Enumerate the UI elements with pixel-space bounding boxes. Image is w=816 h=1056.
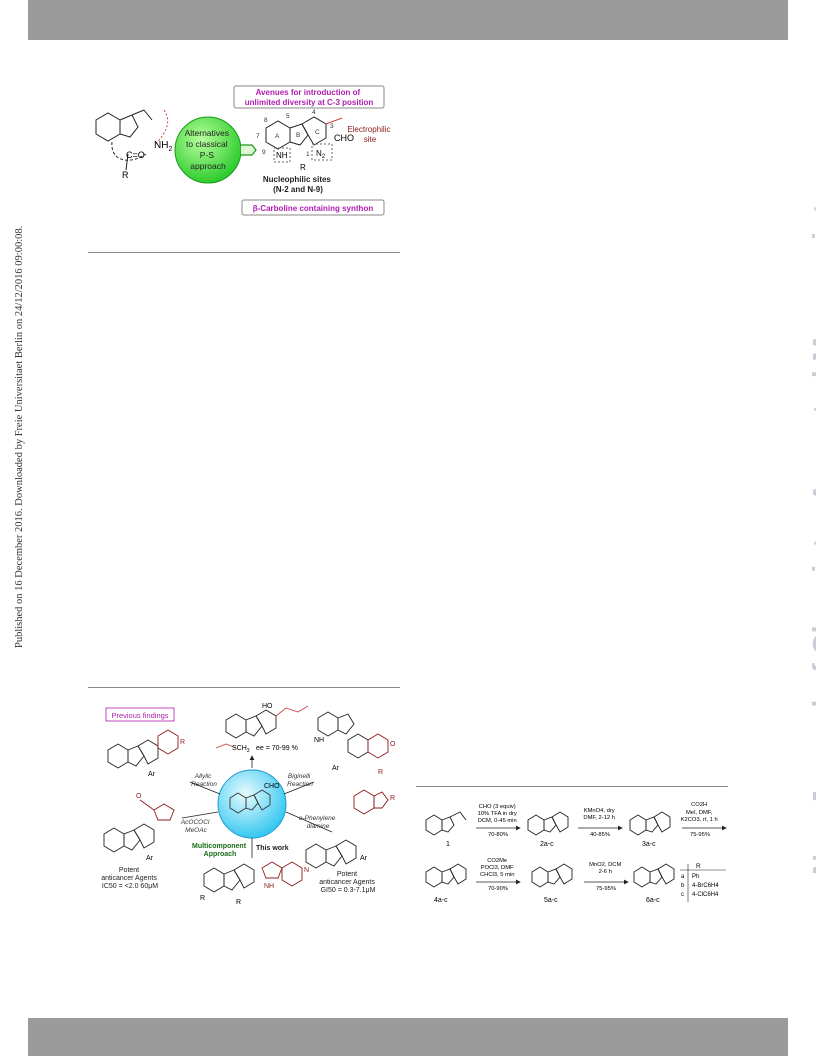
nucleophilic-text: Nucleophilic sites (N-2 and N-9) [263,175,333,194]
nh2-label: NH2 [154,140,172,153]
label-6: 6a-c [646,897,660,904]
sch3-label: SCH3 [232,745,250,754]
previous-findings-text: Previous findings [111,711,168,720]
left-top-r2: R [180,739,185,746]
center-bubble [217,769,287,839]
potent-left-o: O [136,793,142,800]
compound-1-structure [425,811,467,836]
table-head: R [696,863,701,870]
biginelli-structure [317,711,389,759]
synthon-text: β-Carboline containing synthon [253,204,374,213]
r1-label: R [300,163,306,172]
ee-label: ee = 70-99 % [256,745,298,752]
biginelli-r1: R [378,769,383,776]
potent-structure-right [305,789,389,869]
figure1-graphic: NH2 C=O R Alternatives to classical P-S … [95,85,392,216]
label-4: 4a-c [434,897,448,904]
potent-left-text: Potent anticancer Agents IC50 = <2.0 60μ… [101,867,159,890]
tryptamine-structure [95,109,169,171]
potent-right-text: Potent anticancer Agents GI50 = 0.3-7.1μ… [319,871,377,894]
label-1: 1 [446,841,450,848]
header-band [28,0,788,40]
cho-label: CHO [334,133,354,143]
ring-numbers: 8 5 4 3 9 1 A C B 7 [256,109,335,158]
left-top-structure [107,729,179,769]
footer-band [28,1018,788,1056]
acocl-text: AcOCOCl MeOAc [180,819,211,834]
this-work-r2: R [236,899,241,906]
biginelli-o: O [390,741,396,748]
journal-watermark: New Journal of Chemistry Accepted Manusc… [808,203,816,875]
r-label: R [122,170,129,180]
biginelli-ar: Ar [332,765,340,772]
allylic-product-structure [215,705,309,749]
this-work-text: This work [256,845,289,852]
potent-right-r2: R [390,795,395,802]
co-label: C=O [126,150,145,160]
label-3: 3a-c [642,841,656,848]
electrophilic-text: Electrophilic site [347,125,392,144]
left-top-ar: Ar [148,771,156,778]
avenues-box [233,85,385,109]
this-work-n: N [304,867,309,874]
alternatives-text: Alternatives to classical P-S approach [185,128,232,171]
previous-findings-box [105,707,175,722]
compound-4-structure [425,863,467,888]
compound-2-structure [527,811,569,836]
compound-5-structure [531,863,573,888]
biginelli-text: Biginelli Reaction [287,773,313,788]
beta-carboline-structure [265,116,343,163]
this-work-nh: NH [264,883,274,890]
scheme1-graphic: 1 CHO (3 equiv) 10% TFA in dry DCM, 0-45… [425,802,727,904]
multicomponent-text: Multicomponent Approach [192,843,248,858]
avenues-text: Avenues for introduction of unlimited di… [245,88,374,107]
reagents-3: CO2H MeI, DMF, K2CO3, rt, 1 h 75-95% [681,802,720,838]
reagents-5: MnO2, DCM 2-6 h 75-95% [589,862,623,892]
compound-6-structure [633,863,675,888]
allylic-text: Allylic Reaction [191,773,217,788]
publication-note: Published on 16 December 2016. Downloade… [14,225,25,648]
figure1-bottom-rule [88,252,400,253]
compound-3-structure [629,811,671,836]
scheme1-top-rule [416,786,728,787]
reagents-4: CO2Me POCl3, DMF CHCl3, 5 min 70-90% [480,858,516,892]
synthon-box [241,199,385,216]
this-work-r1: R [200,895,205,902]
this-work-structure [203,861,303,893]
potent-right-ar: Ar [360,855,368,862]
table-rows: a Ph b 4-BrC6H4 c 4-ClC6H4 [681,874,720,898]
center-cho: CHO [264,783,280,790]
figure2-top-rule [88,687,400,688]
ho-label: HO [262,703,273,710]
potent-structure-left [103,799,175,853]
n2-label: N2 [316,149,326,160]
reagents-2: KMnO4, dry DMF, 2-12 h 40-85% [583,808,616,838]
nh-label: NH [276,151,288,160]
biginelli-nh: NH [314,737,324,744]
o-phenylene-text: o-Phenylene diamine [299,815,337,830]
potent-left-ar: Ar [146,855,154,862]
reagents-1: CHO (3 equiv) 10% TFA in dry DCM, 0-45 m… [478,804,519,838]
label-5: 5a-c [544,897,558,904]
figure2-graphic: Previous findings CHO HO SCH3 ee = 70-99… [101,703,396,906]
label-2: 2a-c [540,841,554,848]
